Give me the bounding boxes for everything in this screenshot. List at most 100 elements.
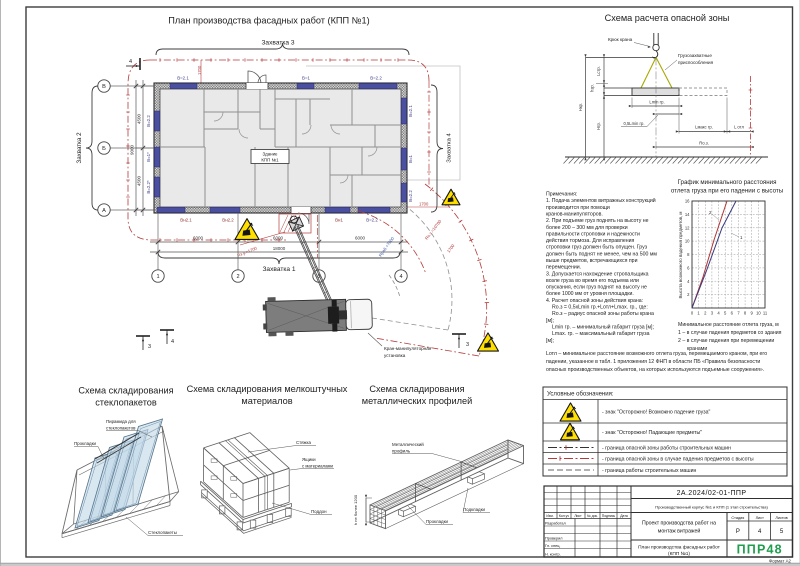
svg-text:В=2.2*: В=2.2* bbox=[146, 180, 151, 194]
svg-text:строповки груз должен быть опу: строповки груз должен быть опущен. Груз bbox=[546, 245, 648, 251]
svg-text:0,5Lmin гр.: 0,5Lmin гр. bbox=[623, 121, 644, 126]
svg-text:Rо.з – радиус опасной зоны раб: Rо.з – радиус опасной зоны работы крана bbox=[552, 310, 654, 317]
svg-text:8: 8 bbox=[687, 252, 690, 257]
svg-text:5: 5 bbox=[780, 529, 784, 535]
svg-text:Проверил: Проверил bbox=[545, 537, 563, 541]
svg-text:- знак "Осторожно! Возможно па: - знак "Осторожно! Возможно падение груз… bbox=[602, 410, 710, 416]
svg-text:2: 2 bbox=[236, 274, 239, 280]
svg-text:В=2.2: В=2.2 bbox=[370, 76, 382, 81]
svg-text:Минимальное расстояние отлета: Минимальное расстояние отлета груза, м bbox=[678, 322, 779, 328]
svg-text:План производства фасадных раб: План производства фасадных работ (КПП №1… bbox=[168, 16, 369, 26]
svg-text:с материалами: с материалами bbox=[302, 464, 334, 469]
svg-text:Захватка 3: Захватка 3 bbox=[261, 40, 294, 47]
svg-text:перемещении.: перемещении. bbox=[546, 265, 581, 271]
svg-text:металлических профилей: металлических профилей bbox=[362, 396, 472, 406]
svg-text:кранов-манипуляторов.: кранов-манипуляторов. bbox=[546, 212, 603, 218]
svg-text:Lстр.: Lстр. bbox=[596, 66, 601, 76]
svg-text:Lмакс гр.: Lмакс гр. bbox=[695, 125, 713, 130]
svg-text:Металлический: Металлический bbox=[392, 442, 424, 447]
svg-text:2. При подъеме груз поднять на: 2. При подъеме груз поднять на высоту не bbox=[546, 218, 649, 224]
svg-text:установка: установка bbox=[384, 353, 406, 358]
svg-text:4: 4 bbox=[717, 311, 720, 316]
svg-text:4: 4 bbox=[399, 274, 402, 280]
svg-text:Захватка 1: Захватка 1 bbox=[262, 266, 295, 273]
svg-text:Lmax. гр. – максимальный габар: Lmax. гр. – максимальный габарит груза bbox=[552, 330, 650, 337]
svg-text:Дата: Дата bbox=[620, 514, 628, 518]
svg-text:кранами: кранами bbox=[687, 346, 707, 352]
svg-text:Высота возможного падения пред: Высота возможного падения предметов, м bbox=[678, 212, 683, 299]
svg-text:Н. контр.: Н. контр. bbox=[545, 553, 561, 557]
svg-text:3. Допускается нахождение стр: 3. Допускается нахождение стропальщика bbox=[546, 271, 649, 277]
svg-text:2: 2 bbox=[709, 210, 712, 215]
svg-text:4: 4 bbox=[129, 59, 132, 65]
svg-text:5: 5 bbox=[724, 311, 727, 316]
svg-text:Нкр.: Нкр. bbox=[578, 103, 583, 111]
svg-text:№ док.: № док. bbox=[587, 514, 598, 518]
svg-text:более 1000 мм от уровня площад: более 1000 мм от уровня площадки. bbox=[546, 291, 634, 297]
svg-text:более 200 – 300 мм для: более 200 – 300 мм для проверки bbox=[546, 225, 628, 231]
svg-text:3: 3 bbox=[711, 311, 714, 316]
svg-text:Гл. спец.: Гл. спец. bbox=[545, 544, 560, 548]
svg-text:Производственный корпус №1 и К: Производственный корпус №1 и КПП (1 этап… bbox=[655, 505, 768, 510]
svg-text:Пирамида для: Пирамида для bbox=[106, 419, 136, 424]
svg-text:Нгр.: Нгр. bbox=[596, 122, 601, 130]
svg-text:1: 1 bbox=[697, 311, 700, 316]
svg-text:В=2.2: В=2.2 bbox=[366, 218, 378, 223]
svg-text:Вн2.2: Вн2.2 bbox=[222, 218, 234, 223]
svg-text:6000: 6000 bbox=[273, 236, 284, 241]
svg-text:12: 12 bbox=[685, 225, 690, 230]
svg-text:действия тормоза. Для ис: действия тормоза. Для исправления bbox=[546, 237, 634, 244]
svg-text:В=1*: В=1* bbox=[146, 152, 151, 162]
svg-text:В=1: В=1 bbox=[302, 76, 310, 81]
svg-text:1: 1 bbox=[156, 274, 159, 280]
svg-text:А: А bbox=[102, 208, 106, 214]
svg-text:КПП №1: КПП №1 bbox=[261, 158, 279, 163]
svg-text:Подкладки: Подкладки bbox=[463, 507, 486, 512]
svg-text:- граница работы строительных: - граница работы строительных машин bbox=[602, 468, 696, 474]
svg-text:4500: 4500 bbox=[137, 175, 142, 186]
svg-text:[м];: [м]; bbox=[546, 338, 554, 344]
svg-text:3: 3 bbox=[148, 344, 151, 350]
svg-text:График минимального расстояния: График минимального расстояния bbox=[678, 179, 777, 186]
svg-text:Прокладки: Прокладки bbox=[74, 441, 96, 446]
svg-text:Кран-манипуляторная: Кран-манипуляторная bbox=[384, 346, 432, 351]
svg-text:приспособления: приспособления bbox=[678, 60, 714, 65]
svg-text:выше предметов, встречающихс: выше предметов, встречающихся при bbox=[546, 258, 638, 264]
svg-text:4: 4 bbox=[758, 529, 762, 535]
svg-text:[м];: [м]; bbox=[546, 318, 554, 324]
svg-text:8: 8 bbox=[744, 311, 747, 316]
svg-text:Прокладки: Прокладки bbox=[426, 519, 448, 524]
svg-text:Вн1: Вн1 bbox=[335, 218, 343, 223]
svg-text:1700: 1700 bbox=[197, 65, 202, 75]
svg-text:Кол.уч: Кол.уч bbox=[559, 514, 569, 518]
svg-text:Вн2.1: Вн2.1 bbox=[180, 218, 192, 223]
svg-text:Rо.з = 0,5хLmin гр.+Lотл+Lmax.: Rо.з = 0,5хLmin гр.+Lотл+Lmax. гр., где: bbox=[552, 305, 648, 311]
svg-text:производится при: производится при помощи bbox=[546, 205, 610, 211]
svg-text:Схема складирования мелкоштучн: Схема складирования мелкоштучных bbox=[187, 384, 348, 394]
svg-text:В=2.1: В=2.1 bbox=[177, 76, 189, 81]
svg-text:18000: 18000 bbox=[273, 246, 286, 251]
svg-text:Lmin гр. – минимальный габарит: Lmin гр. – минимальный габарит груза [м]… bbox=[552, 324, 654, 331]
svg-text:1. Подача элементов витражных: 1. Подача элементов витражных конструкци… bbox=[546, 197, 656, 204]
svg-text:Захватка 4: Захватка 4 bbox=[447, 132, 453, 162]
svg-text:В=2.2: В=2.2 bbox=[146, 115, 151, 127]
svg-text:Лист: Лист bbox=[756, 516, 765, 520]
svg-text:L отл: L отл bbox=[734, 125, 744, 130]
svg-text:Rо.з.: Rо.з. bbox=[699, 141, 709, 146]
svg-text:2 – в случае падения при перем: 2 – в случае падения при перемещении bbox=[678, 338, 774, 344]
svg-text:4. Расчет опасной зоны действи: 4. Расчет опасной зоны действия крана: bbox=[546, 297, 643, 304]
svg-text:h не более 1200: h не более 1200 bbox=[353, 494, 358, 525]
svg-text:3: 3 bbox=[466, 342, 469, 348]
svg-text:стеклопакетов: стеклопакетов bbox=[95, 398, 157, 408]
svg-text:6000: 6000 bbox=[355, 236, 366, 241]
svg-text:Грузозахватные: Грузозахватные bbox=[678, 53, 712, 58]
svg-text:- граница опасной зоны в случа: - граница опасной зоны в случае падения … bbox=[602, 456, 754, 463]
svg-text:7: 7 bbox=[737, 311, 740, 316]
svg-text:Схема складирования: Схема складирования bbox=[78, 386, 173, 396]
svg-text:1700: 1700 bbox=[446, 243, 456, 254]
svg-text:3: 3 bbox=[317, 274, 320, 280]
svg-text:В: В bbox=[102, 84, 106, 90]
svg-text:9000: 9000 bbox=[130, 144, 135, 155]
svg-text:возле груза во время его: возле груза во время его подъема или bbox=[546, 278, 639, 284]
svg-text:Формат А2: Формат А2 bbox=[769, 559, 792, 564]
